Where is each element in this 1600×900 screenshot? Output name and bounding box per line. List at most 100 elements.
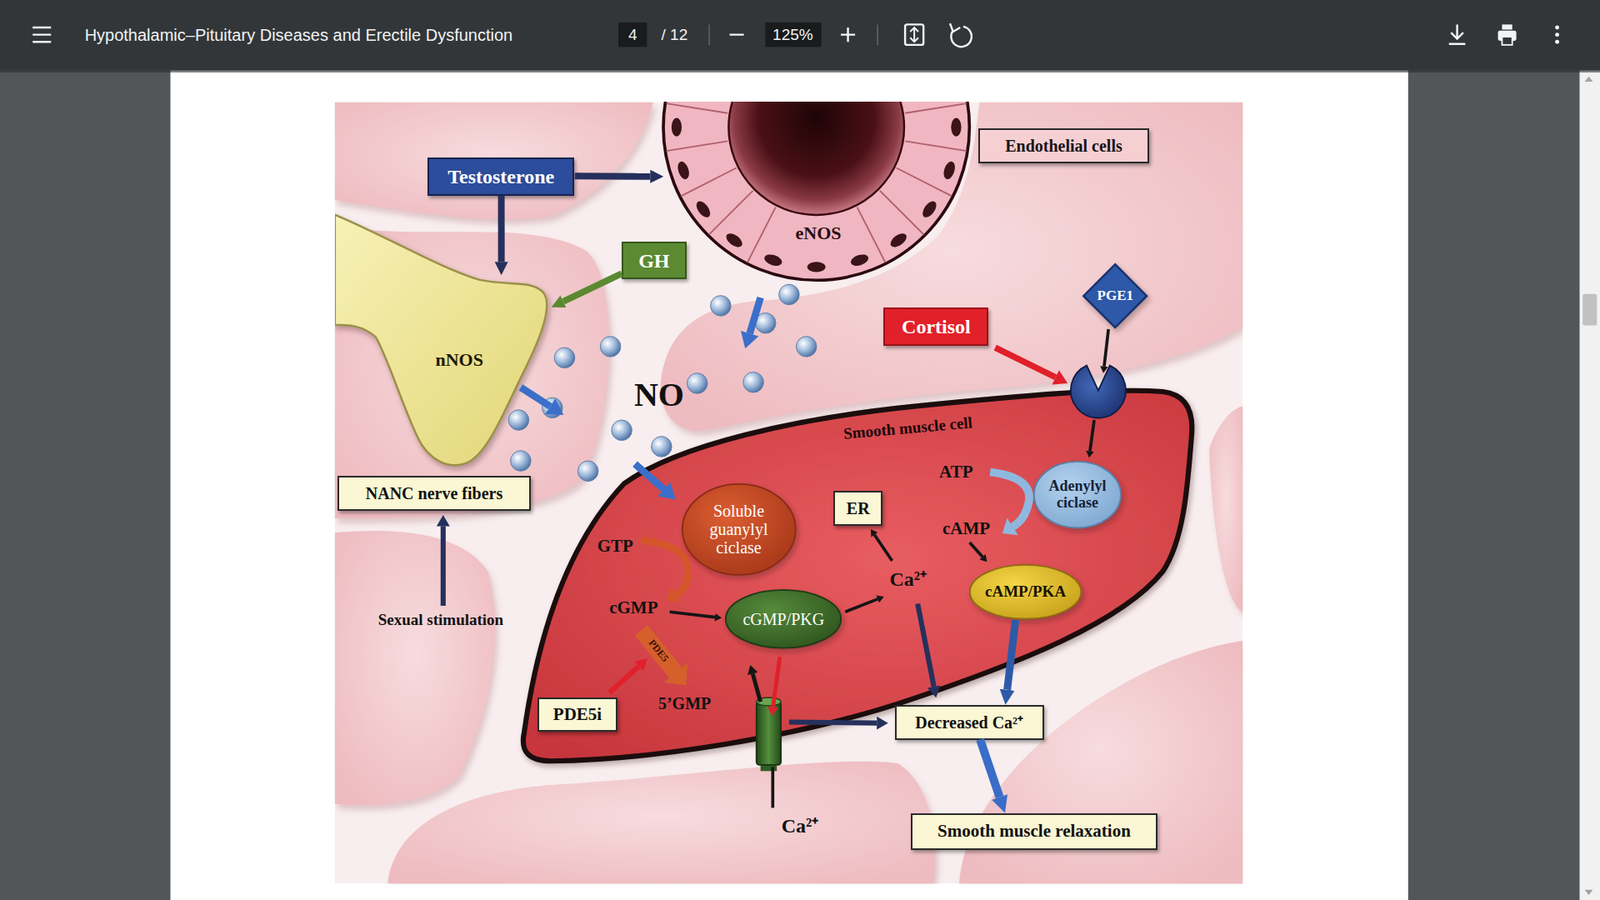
- blood-vessel-outline: [905, 141, 967, 152]
- toolbar: [765, 22, 821, 47]
- flow-arrow: [926, 685, 940, 699]
- blood-vessel-outline: [856, 207, 885, 264]
- no-molecules: [795, 336, 816, 357]
- node-text: Smooth muscle relaxation: [937, 821, 1131, 841]
- flow-arrow: [640, 540, 688, 593]
- stimulus-label: Sexual stimulation: [378, 611, 504, 630]
- blood-vessel-outline: [723, 230, 745, 250]
- node-text: cAMP/PKA: [985, 583, 1066, 601]
- receptor-symbol: [1070, 365, 1125, 419]
- blood-vessel-outline: [671, 118, 682, 137]
- blood-vessel-outline: [663, 101, 970, 282]
- node-text: PDE5i: [553, 705, 602, 725]
- flow-arrow: [1085, 450, 1094, 459]
- flow-arrow: [440, 526, 445, 607]
- node-layer: TestosteroneeNOSEndothelial cellsGHPGE1C…: [335, 101, 1244, 884]
- toolbar: [1555, 25, 1560, 30]
- scrollbar: [1582, 294, 1597, 326]
- no-molecules: [600, 336, 620, 357]
- flow-arrow: [1104, 329, 1109, 367]
- toolbar: [618, 22, 647, 47]
- blood-vessel-outline: [905, 103, 967, 114]
- flow-arrow: [747, 665, 758, 675]
- toolbar: [0, 0, 1600, 70]
- scrollbar: [1580, 70, 1600, 900]
- flow-arrow: [876, 716, 889, 730]
- effect-box: Decreased Ca²⁺: [895, 705, 1045, 740]
- blood-vessel-outline: [675, 160, 691, 181]
- flow-arrow: [657, 482, 676, 500]
- flow-arrow: [749, 298, 760, 335]
- flow-arrow: [1090, 420, 1095, 451]
- toolbar: [910, 27, 919, 42]
- node-text: PGE1: [1097, 288, 1134, 305]
- flow-arrow: [772, 657, 780, 708]
- drug-diamond: PGE1: [1082, 263, 1148, 329]
- node-text: cGMP/PKG: [742, 610, 825, 629]
- blood-vessel-outline: [709, 190, 754, 235]
- toolbar: [950, 26, 971, 47]
- enzyme-ellipse: Adenylyl ciclase: [1032, 460, 1123, 530]
- blood-vessel-outline: [663, 101, 970, 280]
- smooth-muscle-cell-outline: [523, 390, 1193, 762]
- enzyme-ellipse: Soluble guanylyl ciclase: [680, 482, 798, 577]
- scrollbar: [1580, 70, 1600, 900]
- no-molecules: [686, 373, 707, 394]
- flow-arrow: [995, 348, 1055, 379]
- signal-arrow: [497, 195, 505, 263]
- no-molecules: [510, 450, 530, 471]
- no-molecules: [577, 460, 598, 481]
- node-text: ER: [846, 499, 870, 518]
- blood-vessel-outline: [665, 103, 728, 114]
- flow-arrow: [714, 613, 722, 621]
- molecule-label: 5’GMP: [658, 694, 711, 713]
- flow-arrow: [752, 674, 760, 703]
- toolbar: [1449, 24, 1466, 44]
- blood-vessel-outline: [888, 230, 910, 250]
- molecule-label: cAMP: [942, 520, 990, 540]
- flow-arrow: [740, 330, 759, 349]
- drug-diamond-outline: [1083, 264, 1147, 328]
- flow-arrow: [917, 604, 934, 687]
- document-title: Hypothalamic–Pituitary Diseases and Erec…: [85, 25, 514, 45]
- flow-arrow: [545, 399, 564, 416]
- flow-arrow: [874, 535, 892, 561]
- flow-arrow: [520, 387, 550, 407]
- toolbar: [1501, 24, 1512, 30]
- flow-arrow: [770, 767, 775, 809]
- flow-arrow: [635, 464, 665, 490]
- pathway-arrows: [435, 285, 1125, 809]
- page-count: / 12: [661, 25, 689, 44]
- organelle-box: ER: [833, 490, 883, 526]
- node-text: GH: [638, 250, 670, 272]
- node-text: NANC nerve fibers: [365, 484, 503, 503]
- signal-arrow: [563, 274, 622, 303]
- hormone-box: Testosterone: [427, 157, 575, 197]
- toolbar: [1555, 32, 1560, 37]
- molecule-label: GTP: [597, 537, 634, 557]
- toolbar: [709, 24, 878, 45]
- blood-vessel: eNOS: [663, 101, 970, 282]
- outcome-box: Smooth muscle relaxation: [910, 813, 1157, 850]
- flow-arrow: [1051, 370, 1068, 385]
- enzyme-ellipse-outline: [682, 484, 796, 575]
- kinase-ellipse-outline: [970, 565, 1081, 620]
- flow-arrow: [666, 587, 681, 603]
- molecule-label: ATP: [939, 462, 973, 482]
- kinase-ellipse: cAMP/PKA: [968, 563, 1083, 621]
- hormone-box: GH: [621, 241, 687, 280]
- blood-vessel-outline: [880, 190, 925, 235]
- blood-vessel-outline: [680, 168, 737, 197]
- flow-arrow: [990, 472, 1030, 525]
- callout-box: Endothelial cells: [978, 128, 1149, 164]
- no-molecules: [650, 436, 671, 457]
- flow-arrow: [675, 592, 679, 595]
- kinase-ellipse-outline: [725, 590, 841, 649]
- blood-vessel-outline: [665, 141, 728, 152]
- signal-arrow: [1006, 620, 1015, 690]
- no-molecules: [742, 372, 763, 393]
- no-molecules: [508, 410, 529, 430]
- label-box: NANC nerve fibers: [337, 475, 530, 512]
- calcium-channel: [755, 698, 780, 772]
